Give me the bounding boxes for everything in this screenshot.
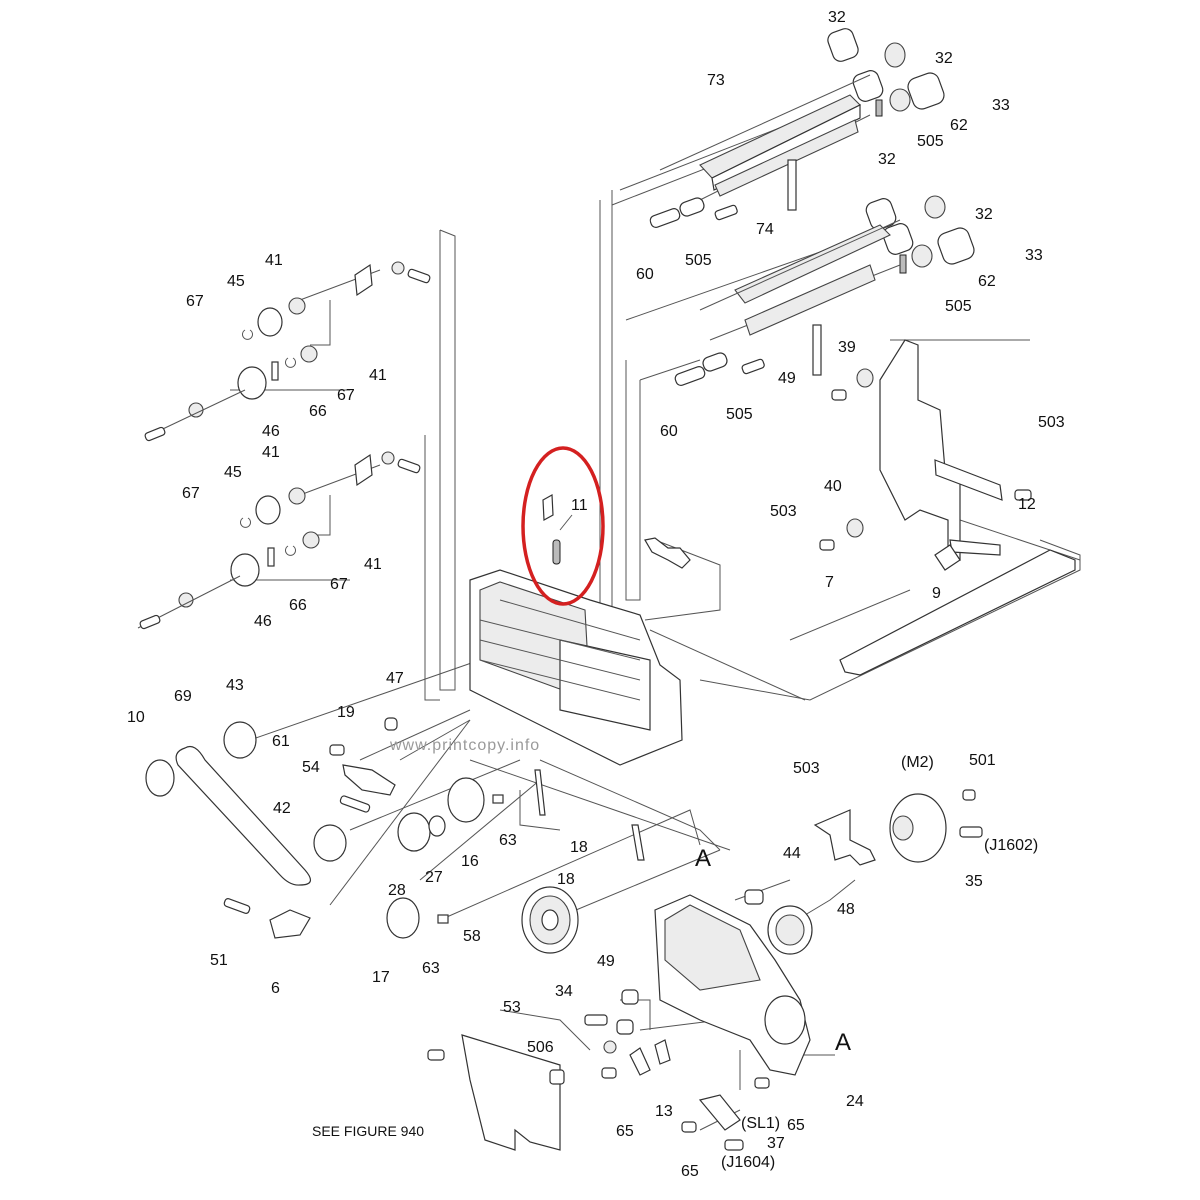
callout-label: 62 [978, 273, 996, 290]
motor-m2-label: (M2) [901, 754, 934, 771]
callout-label: 6 [271, 980, 280, 997]
callout-label: 503 [793, 760, 820, 777]
callout-label: 43 [226, 677, 244, 694]
roller-assembly-73 [659, 28, 945, 211]
callout-label: 65 [681, 1163, 699, 1180]
connector-j1604-label: (J1604) [721, 1154, 775, 1171]
parts [137, 28, 1076, 1151]
callout-label: 42 [273, 800, 291, 817]
callout-label: 505 [945, 298, 972, 315]
callout-label: 33 [1025, 247, 1043, 264]
callout-label: 63 [422, 960, 440, 977]
callout-label: 503 [1038, 414, 1065, 431]
reference-letter-a: A [835, 1029, 851, 1056]
callout-label: 34 [555, 983, 573, 1000]
callout-label: 505 [726, 406, 753, 423]
roller-assembly-74 [649, 195, 975, 386]
left-gear-stack-lower [137, 451, 421, 630]
callout-label: 17 [372, 969, 390, 986]
callout-label: 32 [878, 151, 896, 168]
belt-and-pulley [145, 721, 347, 886]
callout-label: 41 [262, 444, 280, 461]
callout-label: 69 [174, 688, 192, 705]
callout-label: 37 [767, 1135, 785, 1152]
callout-label: 46 [254, 613, 272, 630]
callout-label: 60 [660, 423, 678, 440]
callout-label: 505 [917, 133, 944, 150]
callout-label: 9 [932, 585, 941, 602]
callout-label: 32 [828, 9, 846, 26]
callout-label: 54 [302, 759, 320, 776]
callout-label: 65 [616, 1123, 634, 1140]
part-11-label: 11 [571, 497, 588, 514]
callout-label: 67 [186, 293, 204, 310]
callout-label: 45 [224, 464, 242, 481]
callout-label: 501 [969, 752, 996, 769]
callout-label: 40 [824, 478, 842, 495]
callout-label: 67 [330, 576, 348, 593]
callout-label: 16 [461, 853, 479, 870]
callout-label: 27 [425, 869, 443, 886]
callout-label: 49 [778, 370, 796, 387]
callout-label: 41 [369, 367, 387, 384]
callout-label: 67 [337, 387, 355, 404]
callout-label: 62 [950, 117, 968, 134]
callout-label: 13 [655, 1103, 673, 1120]
callout-label: 505 [685, 252, 712, 269]
callout-label: 49 [597, 953, 615, 970]
gear-58 [521, 886, 579, 954]
lower-left-plate [427, 1034, 565, 1151]
callout-label: 44 [783, 845, 801, 862]
callout-label: 41 [364, 556, 382, 573]
callout-label: 12 [1018, 496, 1036, 513]
callout-label: 74 [756, 221, 774, 238]
callout-label: 48 [837, 901, 855, 918]
callout-label: 28 [388, 882, 406, 899]
callout-label: 18 [570, 839, 588, 856]
callout-label: 10 [127, 709, 145, 726]
callout-label: 47 [386, 670, 404, 687]
callout-label: 63 [499, 832, 517, 849]
callout-label: 503 [770, 503, 797, 520]
highlight-circle [521, 446, 605, 606]
watermark: www.printcopy.info [389, 737, 540, 754]
lower-right-frame [584, 789, 983, 1151]
center-frame-body [469, 537, 691, 766]
callout-label: 65 [787, 1117, 805, 1134]
callout-label: 32 [935, 50, 953, 67]
callout-label: 61 [272, 733, 290, 750]
sensor-sl1-label: (SL1) [741, 1115, 780, 1132]
connector-j1602-label: (J1602) [984, 837, 1038, 854]
callout-label: 41 [265, 252, 283, 269]
callout-label: 39 [838, 339, 856, 356]
center-left-parts [223, 717, 645, 939]
callout-label: 7 [825, 574, 834, 591]
callout-label: 19 [337, 704, 355, 721]
see-figure-note: SEE FIGURE 940 [312, 1123, 424, 1139]
callout-label: 58 [463, 928, 481, 945]
part-11-spring [542, 494, 573, 565]
side-frame-plate [789, 339, 1076, 676]
callout-label: 51 [210, 952, 228, 969]
callout-label: 33 [992, 97, 1010, 114]
callout-labels: 32 32 73 33 62 505 32 32 74 33 62 505 60… [127, 9, 1065, 1180]
callout-label: 53 [503, 999, 521, 1016]
callout-label: 66 [289, 597, 307, 614]
callout-label: 45 [227, 273, 245, 290]
callout-label: 35 [965, 873, 983, 890]
callout-label: 24 [846, 1093, 864, 1110]
callout-label: 66 [309, 403, 327, 420]
left-gear-stack-upper [144, 261, 431, 442]
callout-label: 73 [707, 72, 725, 89]
callout-label: 32 [975, 206, 993, 223]
callout-label: 46 [262, 423, 280, 440]
callout-label: 506 [527, 1039, 554, 1056]
reference-letter-a: A [695, 845, 711, 872]
callout-label: 18 [557, 871, 575, 888]
callout-label: 60 [636, 266, 654, 283]
callout-label: 67 [182, 485, 200, 502]
